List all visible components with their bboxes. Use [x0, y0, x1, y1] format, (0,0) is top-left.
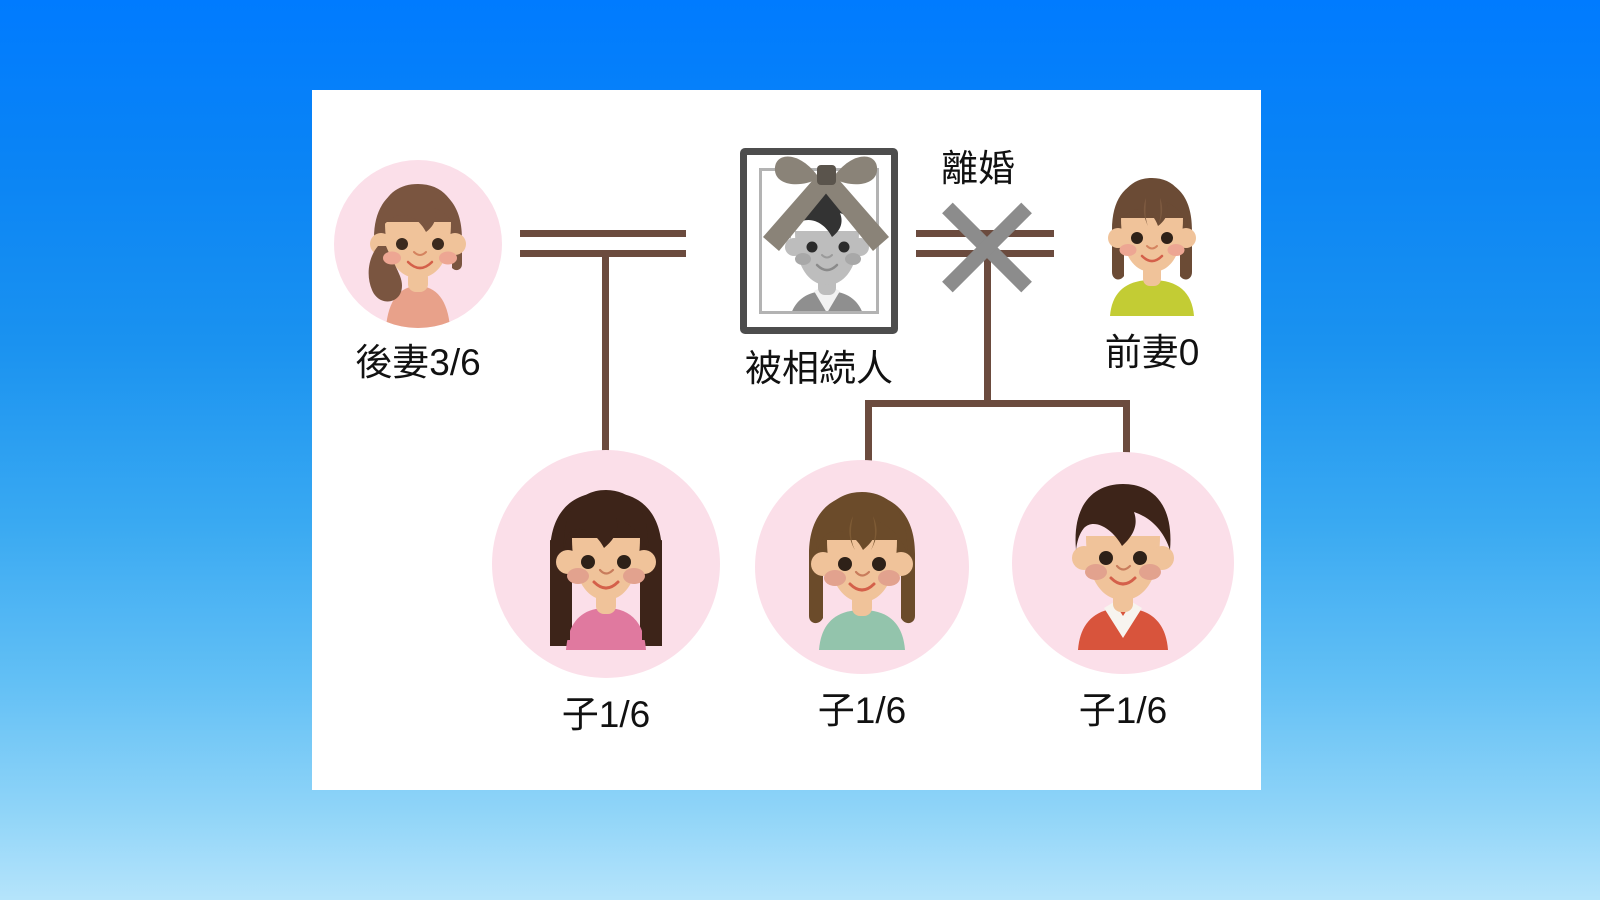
person-decedent[interactable]: 被相続人 — [724, 148, 914, 387]
person-label-decedent: 被相続人 — [745, 348, 893, 389]
person-label-child-3: 子1/6 — [1078, 690, 1168, 731]
marriage-line-top — [520, 230, 686, 237]
person-label-second-wife: 後妻3/6 — [355, 342, 481, 383]
marriage-drop-line — [602, 256, 609, 550]
sibling-drop-child3 — [1123, 400, 1130, 503]
marriage-line-bottom — [520, 250, 686, 257]
divorce-x-icon — [939, 199, 1035, 295]
person-child-1[interactable]: 子1/6 — [492, 450, 720, 733]
person-former-wife[interactable]: 前妻0 — [1072, 168, 1232, 371]
divorce-line-top — [916, 230, 1054, 237]
person-label-child-1: 子1/6 — [561, 694, 651, 735]
memorial-portrait-frame — [740, 148, 898, 334]
person-second-wife[interactable]: 後妻3/6 — [334, 160, 502, 381]
avatar-child-3 — [1012, 452, 1234, 674]
diagram-card: 離婚 — [312, 90, 1261, 790]
divorce-label: 離婚 — [941, 148, 1015, 189]
sibling-bracket-horizontal — [865, 400, 1130, 407]
person-child-2[interactable]: 子1/6 — [755, 460, 969, 729]
memorial-portrait-photo — [759, 168, 879, 314]
divorce-drop-line — [984, 256, 991, 401]
person-label-former-wife: 前妻0 — [1104, 332, 1200, 373]
sibling-drop-child2 — [865, 400, 872, 503]
avatar-former-wife — [1088, 168, 1216, 316]
person-label-child-2: 子1/6 — [817, 690, 907, 731]
avatar-child-2 — [755, 460, 969, 674]
avatar-child-1 — [492, 450, 720, 678]
avatar-second-wife — [334, 160, 502, 328]
person-child-3[interactable]: 子1/6 — [1012, 452, 1234, 729]
